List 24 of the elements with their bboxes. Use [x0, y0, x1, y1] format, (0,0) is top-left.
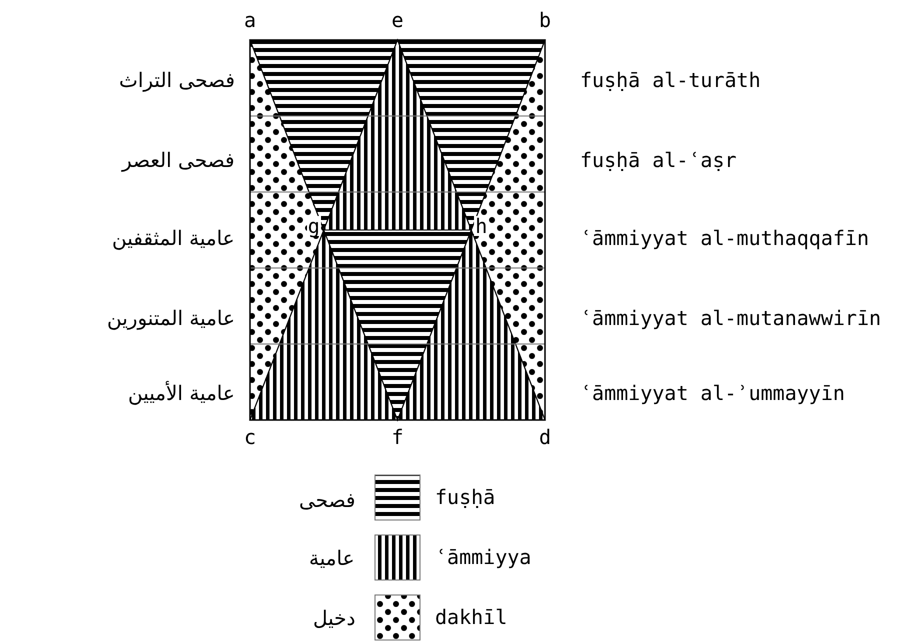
- arabic-label: دخيل: [313, 606, 356, 630]
- transliteration-label: ʿāmmiyyat al-muthaqqafīn: [580, 226, 869, 250]
- point-label: g: [306, 216, 321, 236]
- transliteration-label: fuṣḥā al-ʿaṣr: [580, 148, 737, 172]
- arabic-label: عامية المثقفين: [112, 226, 235, 250]
- point-label: f: [392, 425, 404, 449]
- arabic-label: فصحى التراث: [119, 68, 235, 92]
- legend-label: fuṣḥā: [435, 485, 496, 509]
- legend-label: ʿāmmiyya: [435, 545, 532, 569]
- point-label: b: [539, 8, 552, 32]
- point-label: e: [392, 8, 404, 32]
- arabic-label: عامية الأميين: [128, 381, 235, 405]
- point-label: a: [244, 8, 256, 32]
- transliteration-label: ʿāmmiyyat al-mutanawwirīn: [580, 306, 882, 330]
- arabic-label: فصحى: [299, 488, 356, 512]
- point-label: d: [539, 425, 552, 449]
- arabic-label: فصحى العصر: [122, 148, 235, 172]
- point-label: c: [244, 425, 256, 449]
- arabic-label: عامية المتنورين: [107, 306, 235, 330]
- transliteration-label: fuṣḥā al-turāth: [580, 68, 761, 92]
- point-label: h: [474, 216, 488, 236]
- legend-label: dakhīl: [435, 605, 508, 629]
- arabic-label: عامية: [309, 546, 354, 570]
- transliteration-label: ʿāmmiyyat al-ʾummayyīn: [580, 381, 845, 405]
